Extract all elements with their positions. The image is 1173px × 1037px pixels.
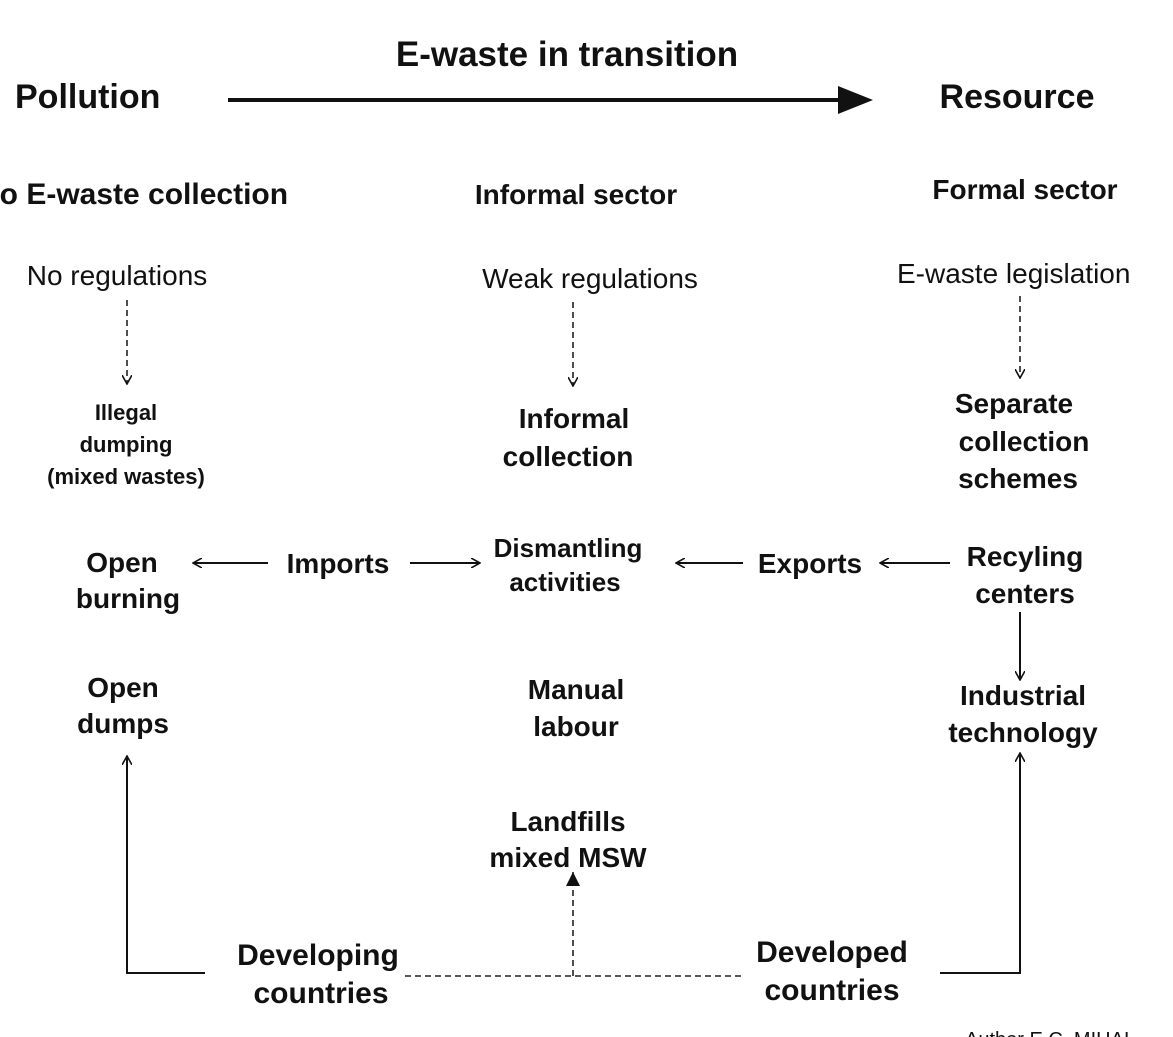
middle-regulation: Weak regulations: [482, 263, 698, 294]
imports-label: Imports: [287, 548, 390, 579]
right-heading: Formal sector: [932, 174, 1117, 205]
developing-countries: Developing countries: [237, 939, 399, 1010]
left-regulation: No regulations: [27, 260, 208, 291]
diagram-title: E-waste in transition: [396, 35, 738, 74]
dismantling-activities: Dismantling activities: [494, 533, 643, 597]
svg-text:mixed MSW: mixed MSW: [489, 842, 647, 873]
informal-collection: Informal collection: [503, 403, 634, 472]
svg-text:labour: labour: [533, 711, 619, 742]
svg-text:(mixed wastes): (mixed wastes): [47, 464, 205, 489]
open-dumps: Open dumps: [77, 672, 169, 739]
svg-text:Industrial: Industrial: [960, 680, 1086, 711]
landfills: Landfills mixed MSW: [489, 806, 647, 873]
svg-text:countries: countries: [764, 974, 899, 1007]
svg-text:Separate: Separate: [955, 388, 1073, 419]
svg-text:dumps: dumps: [77, 708, 169, 739]
svg-text:burning: burning: [76, 583, 180, 614]
transition-arrowhead: [838, 86, 873, 114]
recycling-centers: Recyling centers: [967, 541, 1084, 609]
open-burning: Open burning: [76, 547, 180, 614]
pollution-label: Pollution: [15, 78, 160, 116]
author-credit: Author E.C. MIHAI: [965, 1029, 1130, 1037]
developed-to-industrial-arrow: [940, 753, 1020, 974]
svg-text:Informal: Informal: [519, 403, 629, 434]
industrial-technology: Industrial technology: [948, 680, 1098, 748]
svg-text:collection: collection: [959, 426, 1090, 457]
svg-text:schemes: schemes: [958, 463, 1078, 494]
separate-collection: Separate collection schemes: [955, 388, 1090, 494]
svg-text:countries: countries: [253, 977, 388, 1010]
illegal-dumping: Illegal dumping (mixed wastes): [47, 400, 205, 489]
svg-text:collection: collection: [503, 441, 634, 472]
middle-heading: Informal sector: [475, 179, 677, 210]
svg-text:Developed: Developed: [756, 936, 908, 969]
svg-text:Dismantling: Dismantling: [494, 533, 643, 563]
svg-text:Landfills: Landfills: [510, 806, 625, 837]
right-regulation: E-waste legislation: [897, 258, 1130, 289]
svg-text:Developing: Developing: [237, 939, 399, 972]
developing-to-dumps-arrow: [127, 756, 205, 974]
svg-text:Recyling: Recyling: [967, 541, 1084, 572]
svg-text:activities: activities: [509, 567, 620, 597]
svg-text:dumping: dumping: [80, 432, 173, 457]
manual-labour: Manual labour: [528, 674, 624, 742]
svg-text:centers: centers: [975, 578, 1075, 609]
svg-text:Open: Open: [87, 672, 159, 703]
svg-text:Manual: Manual: [528, 674, 624, 705]
svg-text:technology: technology: [948, 717, 1098, 748]
left-heading: No E-waste collection: [0, 178, 288, 211]
svg-text:Open: Open: [86, 547, 158, 578]
resource-label: Resource: [940, 78, 1095, 116]
developed-countries: Developed countries: [756, 936, 908, 1007]
exports-label: Exports: [758, 548, 862, 579]
svg-text:Illegal: Illegal: [95, 400, 157, 425]
